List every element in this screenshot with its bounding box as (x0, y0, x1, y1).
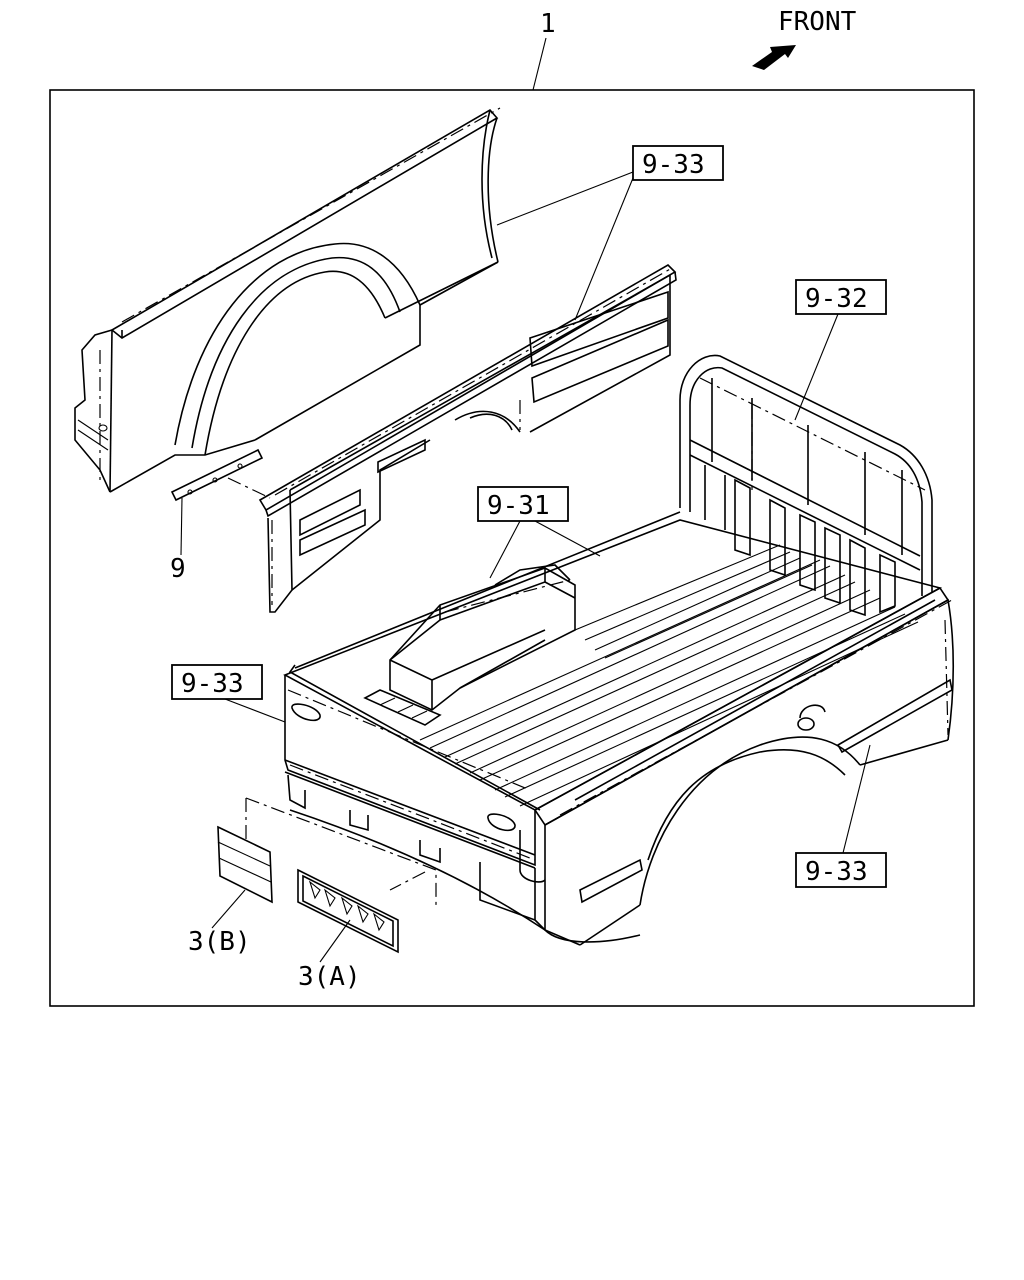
side-panel-upper-callout: 9-33 (642, 150, 705, 180)
bracket-leader-line (180, 497, 183, 556)
side-panel-right-callout-box[interactable] (795, 852, 887, 888)
tailgate-leader-line (224, 698, 286, 723)
headboard-callout-box[interactable] (795, 279, 887, 315)
decal-b-callout: 3(B) (188, 927, 251, 957)
truck-bed-body (283, 511, 955, 946)
tailgate-callout-box[interactable] (171, 664, 263, 700)
assembly-leader-line (532, 37, 547, 91)
tailgate-callout: 9-33 (181, 669, 244, 699)
wheelhouse (389, 564, 576, 711)
left-inner-side-panel (258, 264, 677, 613)
decal-a (245, 797, 437, 954)
left-outer-side-panel (74, 107, 501, 493)
front-arrow-icon (752, 45, 796, 70)
side-panel-upper-leader-b (574, 177, 634, 321)
decal-a-callout: 3(A) (298, 962, 361, 992)
headboard-callout: 9-32 (805, 284, 868, 314)
decal-b-leader-line (211, 889, 246, 929)
decal-b (217, 798, 273, 904)
wheelhouse-callout: 9-31 (487, 491, 550, 521)
decal-a-leader-line (319, 919, 351, 963)
bracket-callout: 9 (170, 554, 186, 584)
wheelhouse-leader-a (489, 520, 521, 579)
headboard-leader-line (794, 313, 839, 421)
side-panel-upper-callout-box[interactable] (632, 145, 724, 181)
wheelhouse-leader-b (534, 520, 601, 557)
side-panel-upper-leader-a (496, 171, 634, 226)
diagram-frame (49, 89, 975, 1007)
side-panel-right-leader-line (842, 744, 871, 854)
side-panel-right-callout: 9-33 (805, 857, 868, 887)
front-label: FRONT (778, 7, 857, 37)
bracket-part-9 (170, 448, 271, 502)
assembly-callout: 1 (540, 9, 556, 39)
wheelhouse-callout-box[interactable] (477, 486, 569, 522)
headboard (679, 354, 933, 617)
